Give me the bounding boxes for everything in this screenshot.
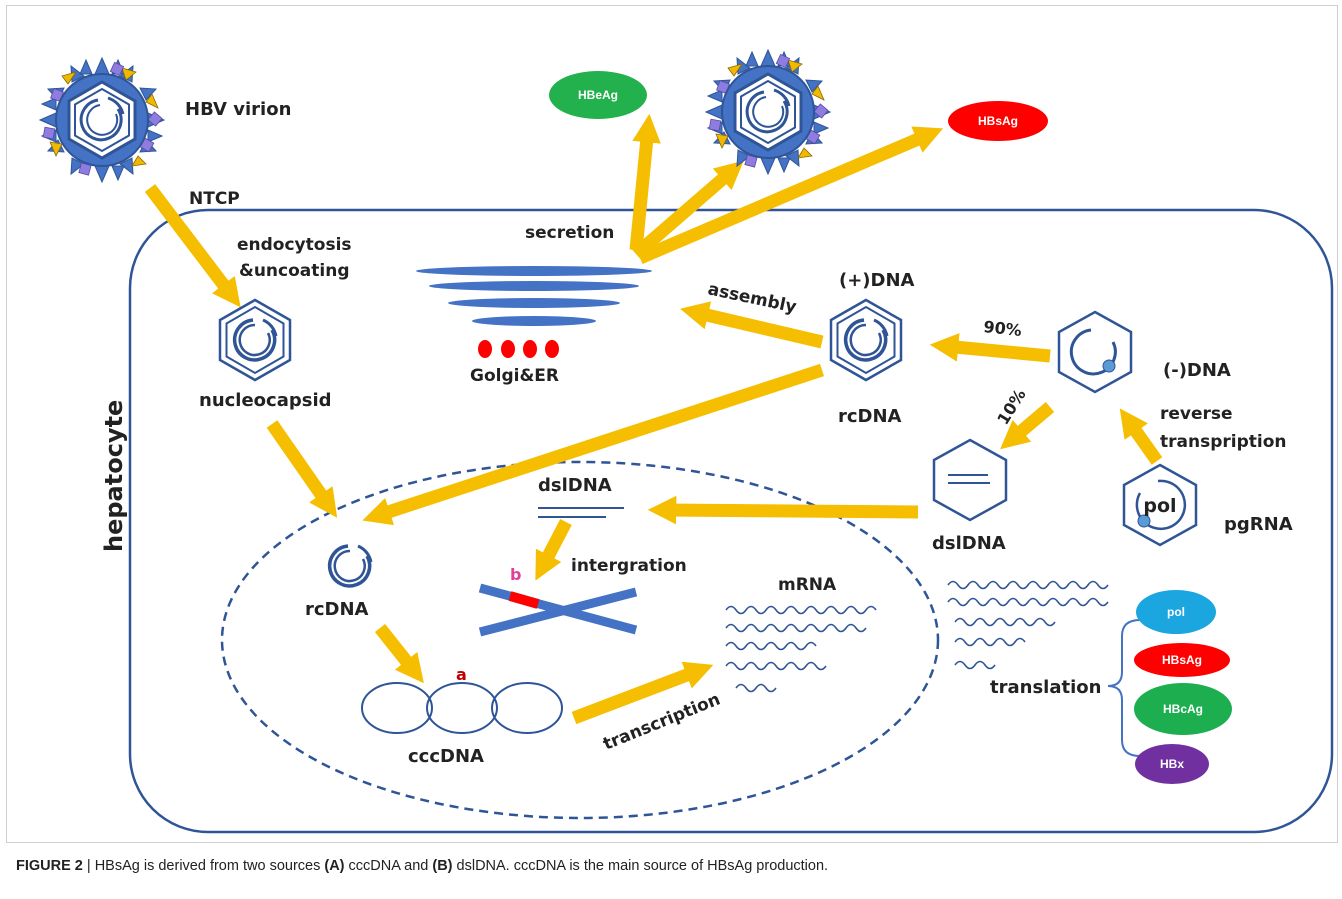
cytoplasm-mrna-wave-icon (947, 580, 1109, 670)
repair-arrow (374, 623, 424, 684)
mrna-label: mRNA (778, 575, 837, 595)
virion-label: HBV virion (185, 99, 291, 120)
reverse-label-1: reverse (1160, 404, 1233, 424)
rcdna-capsid-icon (829, 298, 903, 382)
hepatocyte-label: hepatocyte (100, 400, 128, 552)
dsldna-import-arrow (647, 495, 919, 525)
pol-pill: pol (1136, 590, 1216, 634)
hbsag-label: HBsAg (1162, 653, 1202, 667)
hbv-lifecycle-diagram: HBeAg HBsAg pol HBsAg HBcAg HBx HBV viri… (38, 48, 1334, 834)
intergration-label: intergration (571, 556, 687, 576)
secretion-hbeag-arrow (629, 113, 661, 251)
secretion-hbsag-arrow (637, 126, 944, 264)
ntcp-label: NTCP (189, 189, 240, 209)
figure-caption: FIGURE 2 | HBsAg is derived from two sou… (16, 858, 828, 874)
translation-brace (1107, 619, 1141, 757)
minus-dna-label: (-)DNA (1163, 360, 1231, 381)
marker-a-label: a (456, 665, 467, 684)
pathway-arrows (144, 113, 1163, 725)
caption-source-b: (B) (432, 858, 453, 874)
caption-figure-label: FIGURE 2 (16, 858, 83, 874)
recycling-arrow (362, 363, 825, 526)
rcdna-nucleus-label: rcDNA (305, 599, 369, 620)
marker-b-label: b (510, 565, 521, 584)
pol-label: pol (1167, 605, 1185, 619)
endocytosis-label-1: endocytosis (237, 235, 352, 255)
dsldna-capsid-icon (932, 438, 1008, 522)
hbeag-secreted-pill: HBeAg (549, 71, 647, 119)
dsldna-right-label: dslDNA (932, 533, 1006, 554)
minus-dna-capsid-icon (1057, 310, 1133, 394)
reverse-transcription-arrow (1119, 408, 1163, 465)
hbsag-secreted-label: HBsAg (978, 114, 1018, 128)
nuclear-import-arrow (266, 420, 338, 518)
caption-source-a: (A) (324, 858, 345, 874)
arrow-90pct (929, 333, 1051, 363)
reverse-label-2: transpription (1160, 432, 1287, 452)
hbv-virion-icon (38, 56, 166, 184)
hbcag-pill: HBcAg (1134, 683, 1232, 735)
hbcag-label: HBcAg (1163, 702, 1203, 716)
figure-frame (6, 5, 1338, 843)
secretion-label: secretion (525, 223, 614, 243)
nucleocapsid-label: nucleocapsid (199, 390, 332, 411)
hbsag-pill: HBsAg (1134, 643, 1230, 677)
mrna-wave-icon (725, 605, 877, 693)
pct90-label: 90% (983, 317, 1023, 340)
caption-text-2: cccDNA and (344, 858, 433, 874)
secretion-virion-arrow (631, 160, 744, 259)
hbeag-label: HBeAg (578, 88, 618, 102)
hepatocyte-membrane (128, 208, 1334, 834)
rcdna-right-label: rcDNA (838, 406, 902, 427)
pgrna-label: pgRNA (1224, 514, 1293, 535)
chromosome-icon (478, 583, 638, 637)
translation-label: translation (990, 677, 1101, 698)
hbx-label: HBx (1160, 757, 1184, 771)
nucleocapsid-icon (218, 298, 292, 382)
caption-separator: | (82, 858, 95, 874)
golgi-label: Golgi&ER (470, 366, 559, 386)
nucleus (220, 460, 940, 820)
endocytosis-label-2: &uncoating (239, 261, 349, 281)
cccdna-label: cccDNA (408, 746, 484, 767)
caption-text-3: dslDNA. cccDNA is the main source of HBs… (452, 858, 829, 874)
pgrna-capsid-icon (1122, 463, 1198, 547)
cccdna-icon (361, 682, 563, 734)
transcription-arrow (571, 661, 714, 725)
caption-text-1: HBsAg is derived from two sources (94, 858, 325, 874)
integration-arrow (535, 518, 572, 581)
secreted-virion-icon (704, 48, 832, 176)
golgi-stack-icon (416, 266, 652, 358)
nuclear-rcdna-icon (327, 544, 373, 588)
pol-inside-label: pol (1143, 495, 1176, 517)
entry-arrow (144, 184, 241, 308)
hbx-pill: HBx (1135, 744, 1209, 784)
dsldna-nucleus-label: dslDNA (538, 475, 612, 496)
hbsag-secreted-pill: HBsAg (948, 101, 1048, 141)
nuclear-dsldna-icon (538, 507, 624, 518)
assembly-arrow (680, 301, 824, 349)
plus-dna-label: (+)DNA (839, 270, 915, 291)
arrow-10pct (1000, 402, 1055, 450)
